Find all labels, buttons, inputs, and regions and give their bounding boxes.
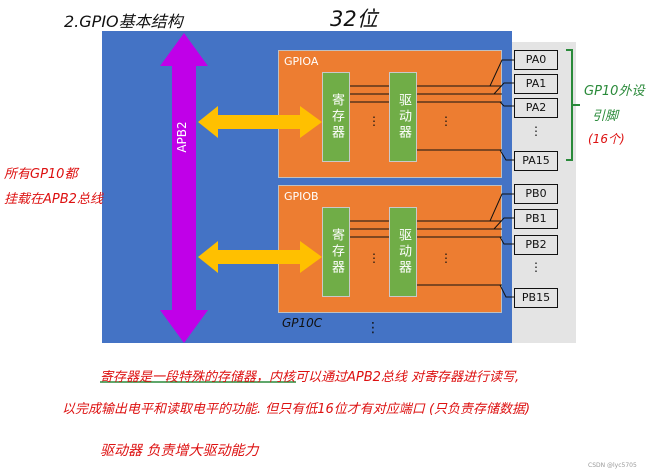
- gpioa-register-dots: ⋮: [368, 114, 380, 128]
- register-note-line2: 以完成输出电平和读取电平的功能. 但只有低16位才有对应端口 (只负责存储数据): [62, 402, 531, 417]
- pin-a-ellipsis: ⋮: [530, 124, 542, 138]
- pins-note-line2: 引脚: [592, 109, 619, 124]
- pin-pb1: PB1: [514, 209, 558, 229]
- pin-pa15: PA15: [514, 151, 558, 171]
- gpioa-driver-dots: ⋮: [440, 114, 452, 128]
- pin-pb2: PB2: [514, 235, 558, 255]
- pin-pa1: PA1: [514, 74, 558, 94]
- more-ports-dots: ⋮: [366, 320, 380, 336]
- gpiob-register: 寄存器: [322, 207, 350, 297]
- gpioc-label: GP10C: [282, 316, 323, 330]
- pin-pb0: PB0: [514, 184, 558, 204]
- gpiob-driver-text: 驱动器: [396, 228, 411, 276]
- register-note-line1: 寄存器是一段特殊的存储器，内核可以通过APB2总线 对寄存器进行读写,: [100, 370, 520, 385]
- driver-note: 驱动器 负责增大驱动能力: [100, 443, 259, 459]
- gpioa-register-text: 寄存器: [329, 93, 344, 141]
- watermark: CSDN @lyc5705: [588, 462, 637, 469]
- left-note-line2: 挂载在APB2总线: [4, 192, 103, 207]
- gpioa-label: GPIOA: [284, 55, 319, 68]
- gpiob-driver: 驱动器: [389, 207, 417, 297]
- gpiob-register-dots: ⋮: [368, 251, 380, 265]
- gpiob-label: GPIOB: [284, 190, 319, 203]
- pins-note-line1: GP10外设: [584, 84, 645, 99]
- pins-bracket: [566, 49, 573, 161]
- gpioa-driver-text: 驱动器: [396, 93, 411, 141]
- section-title: 2.GPIO基本结构: [64, 12, 183, 31]
- bit-width-label: 32位: [330, 7, 378, 31]
- pins-note-line3: (16个): [588, 132, 625, 146]
- gpioa-driver: 驱动器: [389, 72, 417, 162]
- pin-b-ellipsis: ⋮: [530, 260, 542, 274]
- pin-pa0: PA0: [514, 50, 558, 70]
- apb2-bus-arrow: [160, 33, 208, 343]
- gpioa-bus-arrow: [198, 106, 322, 138]
- gpiob-bus-arrow: [198, 241, 322, 273]
- gpiob-register-text: 寄存器: [329, 228, 344, 276]
- gpiob-driver-dots: ⋮: [440, 251, 452, 265]
- apb2-label: APB2: [175, 121, 189, 153]
- gpioa-register: 寄存器: [322, 72, 350, 162]
- pin-pa2: PA2: [514, 98, 558, 118]
- left-note-line1: 所有GP10都: [4, 167, 78, 182]
- pin-pb15: PB15: [514, 288, 558, 308]
